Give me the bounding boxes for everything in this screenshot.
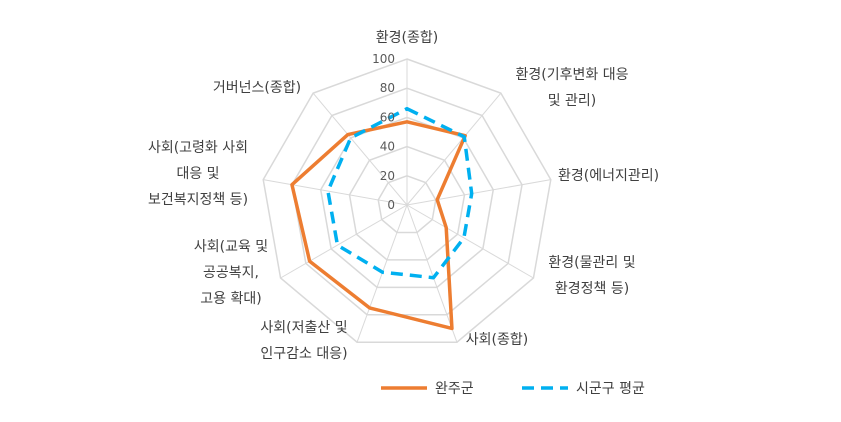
tick-label: 80 xyxy=(380,81,395,95)
grid-ring-40 xyxy=(348,145,466,261)
category-label-line: 거버넌스(종합) xyxy=(213,80,301,96)
category-label-line: 환경(물관리 및 xyxy=(548,255,635,271)
category-label-line: 인구감소 대응) xyxy=(260,346,347,362)
tick-label: 100 xyxy=(372,52,395,66)
category-label-line: 환경(에너지관리) xyxy=(558,168,659,184)
grid-ring-20 xyxy=(377,175,437,234)
category-label: 환경(에너지관리) xyxy=(558,168,659,184)
tick-label: 60 xyxy=(380,110,395,124)
category-label-line: 사회(교육 및 xyxy=(194,239,268,255)
radar-tick-labels: 0 20 40 60 80 100 xyxy=(372,52,395,212)
series-line-1 xyxy=(290,120,467,331)
category-label-line: 대응 및 xyxy=(176,166,219,182)
grid-spoke xyxy=(406,204,534,279)
grid-spoke xyxy=(406,92,502,206)
category-label-line: 보건복지정책 등) xyxy=(148,192,248,208)
grid-ring-60 xyxy=(319,116,495,289)
grid-ring-100 xyxy=(262,58,552,343)
grid-spoke xyxy=(263,179,408,206)
grid-spoke xyxy=(312,92,408,206)
category-label-line: 환경정책 등) xyxy=(555,281,629,297)
category-label-line: 사회(저출산 및 xyxy=(260,320,347,336)
category-label-line: 및 관리) xyxy=(548,93,597,109)
category-label-line: 환경(종합) xyxy=(376,30,438,46)
category-label-line: 환경(기후변화 대응 xyxy=(516,67,629,83)
category-label: 사회(종합) xyxy=(466,332,528,348)
grid-ring-80 xyxy=(291,87,523,316)
category-label: 거버넌스(종합) xyxy=(213,80,301,96)
category-label: 환경(종합) xyxy=(376,30,438,46)
tick-label: 0 xyxy=(387,198,395,212)
grid-spoke xyxy=(406,204,458,343)
tick-label: 40 xyxy=(380,140,395,154)
radar-grid xyxy=(262,58,552,343)
legend: 완주군 시군구 평균 xyxy=(381,381,645,397)
grid-spoke xyxy=(280,204,408,279)
tick-label: 20 xyxy=(380,169,395,183)
series-line-2 xyxy=(326,106,474,280)
category-label-line: 공공복지, xyxy=(203,265,259,281)
category-label-line: 사회(고령화 사회 xyxy=(148,140,248,156)
grid-spoke xyxy=(406,179,551,206)
category-label-line: 사회(종합) xyxy=(466,332,528,348)
legend-label-1: 완주군 xyxy=(435,381,474,397)
legend-label-2: 시군구 평균 xyxy=(576,381,645,397)
category-label-line: 고용 확대) xyxy=(200,291,261,307)
